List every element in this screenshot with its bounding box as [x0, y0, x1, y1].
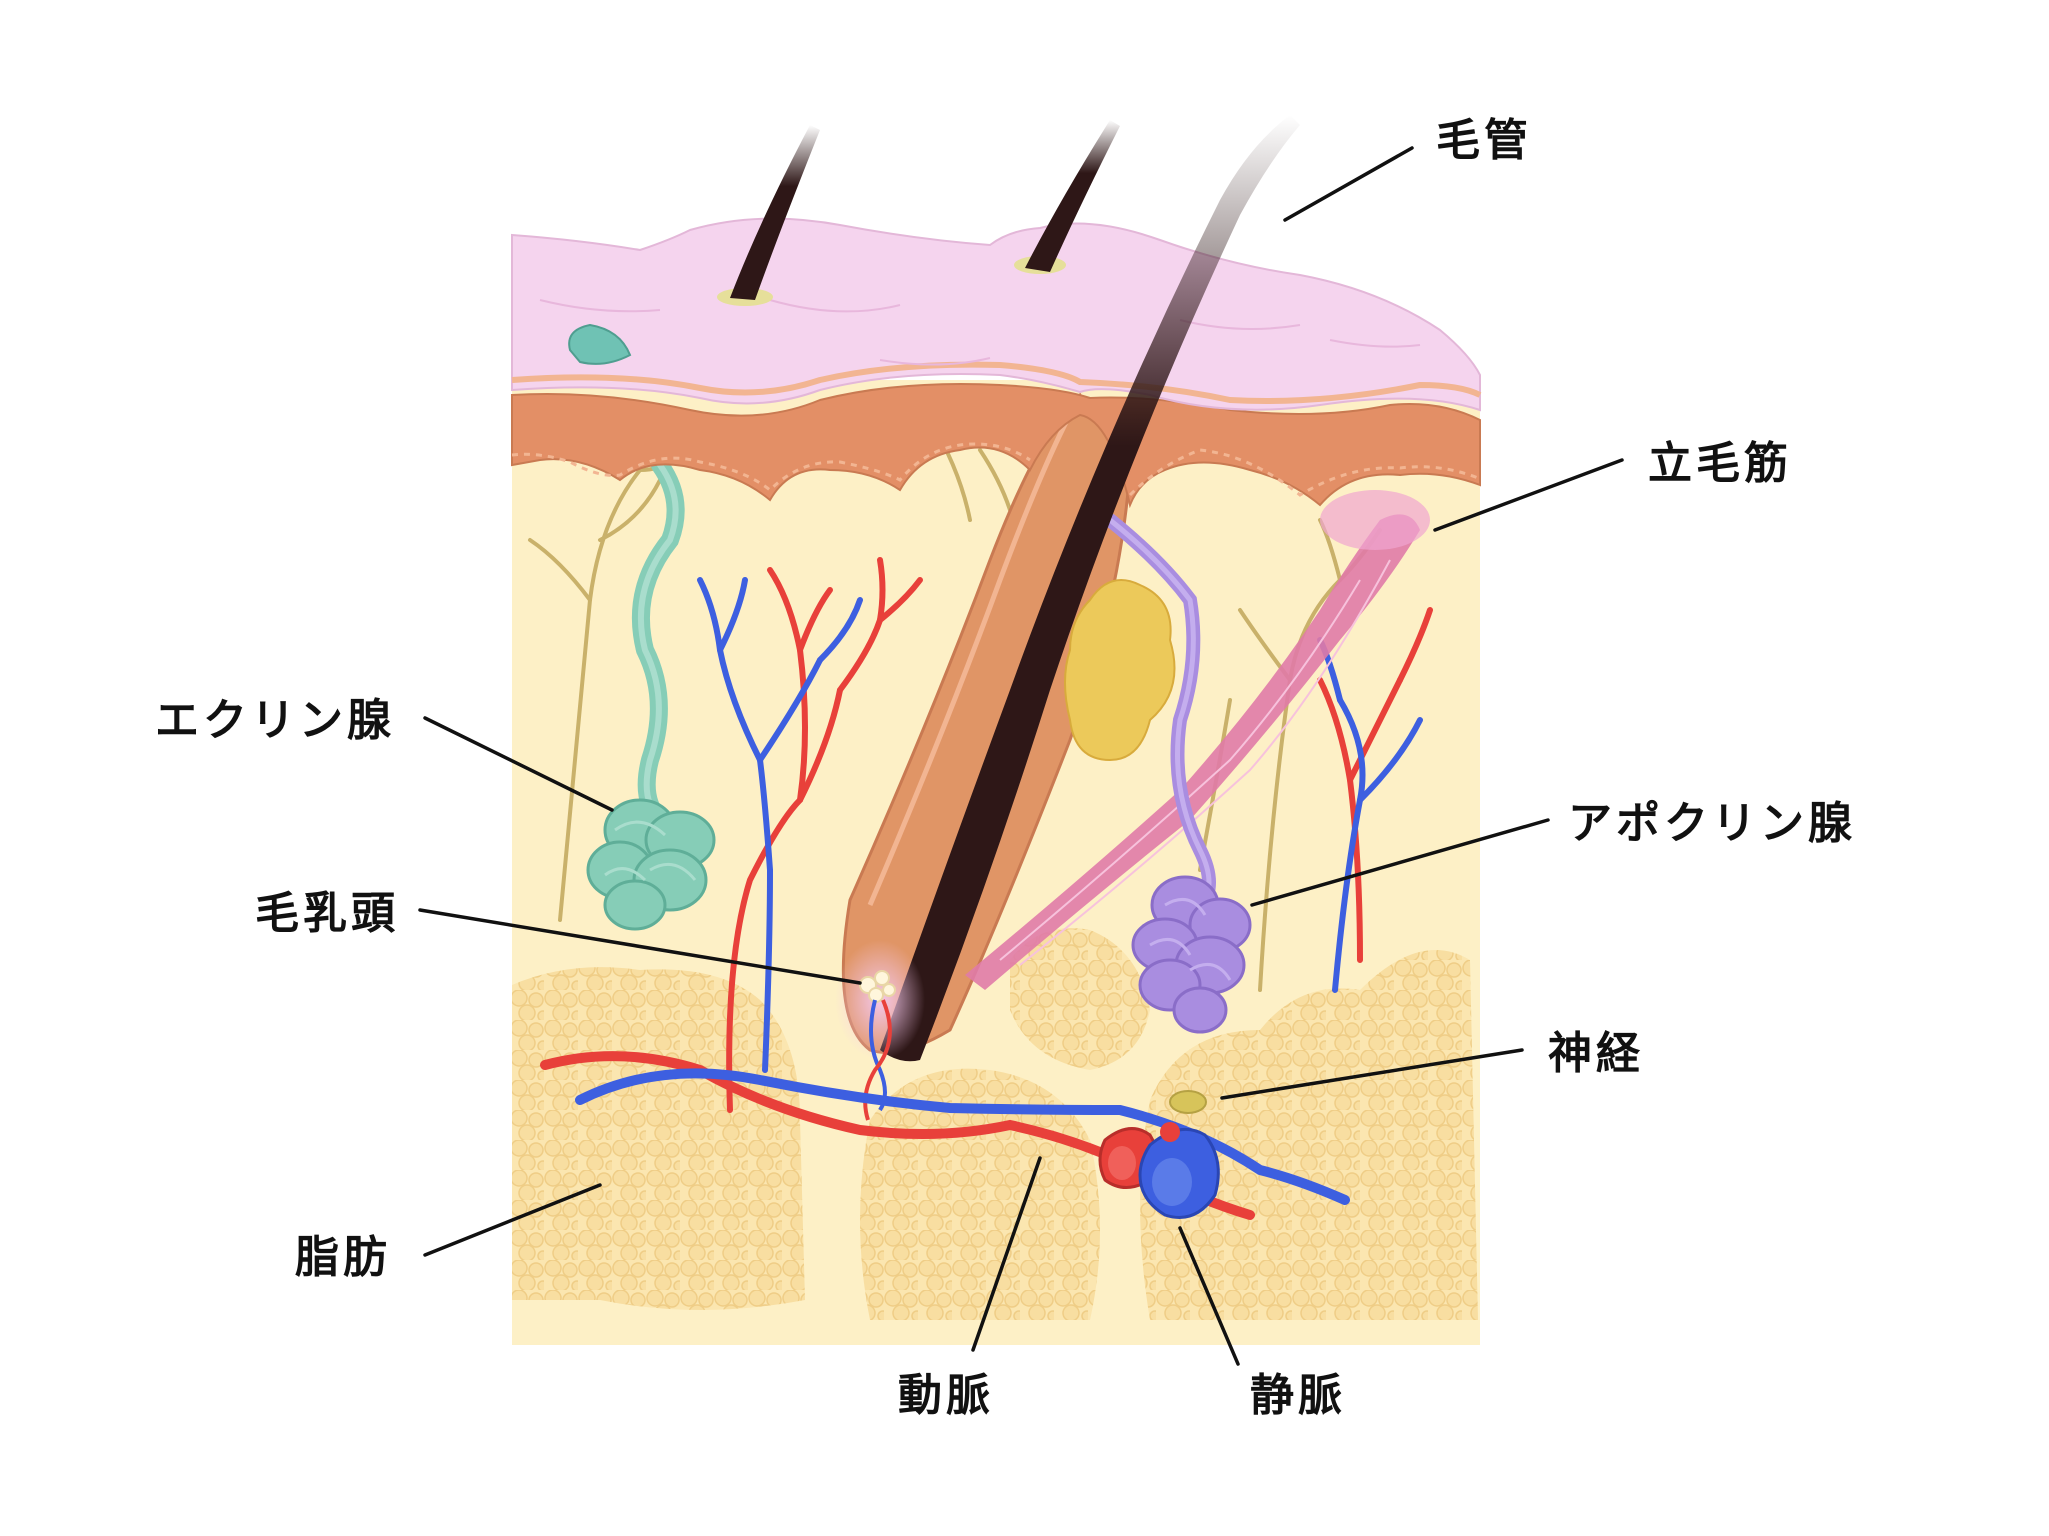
leader-vein [1178, 1226, 1240, 1366]
leader-arrector-pili [1433, 458, 1624, 532]
veins [697, 577, 1423, 1073]
arrector-pili-muscle [965, 514, 1420, 990]
hair-short-left [730, 125, 820, 300]
label-vein: 静脈 [1250, 1370, 1346, 1421]
leader-papilla [418, 908, 862, 985]
label-eccrine-gland: エクリン腺 [155, 695, 395, 746]
leader-fat [423, 1183, 602, 1257]
arteries [726, 557, 1433, 1113]
vein-cross-section [1138, 1127, 1220, 1219]
leader-artery [971, 1156, 1042, 1352]
nerve-bundle [1169, 1090, 1207, 1114]
hair-short-middle [1025, 120, 1120, 272]
hair-main [880, 115, 1300, 1062]
label-arrector-pili: 立毛筋 [1648, 438, 1792, 489]
leader-apocrine [1250, 818, 1550, 907]
label-fat: 脂肪 [295, 1232, 391, 1283]
label-hair-canal: 毛管 [1436, 115, 1532, 166]
label-artery: 動脈 [898, 1370, 994, 1421]
sebaceous-gland [1064, 579, 1176, 762]
label-nerve: 神経 [1548, 1028, 1644, 1079]
leader-hair-canal [1283, 146, 1414, 222]
label-apocrine-gland: アポクリン腺 [1568, 798, 1856, 849]
eccrine-gland [586, 456, 716, 931]
main-vein [575, 1068, 1350, 1205]
apocrine-gland [1103, 513, 1252, 1034]
label-dermal-papilla: 毛乳頭 [255, 888, 399, 939]
leader-eccrine [423, 716, 614, 812]
leader-nerve [1220, 1048, 1524, 1100]
sweat-droplet [568, 323, 632, 365]
